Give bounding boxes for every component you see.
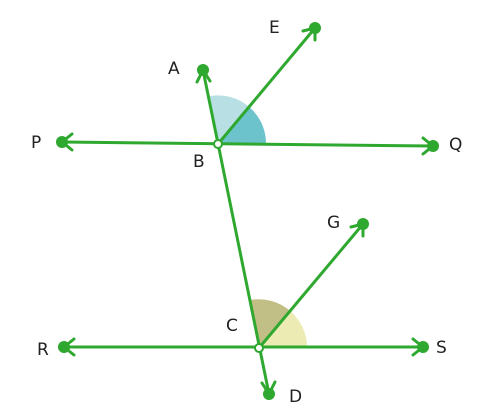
arrowhead-E [301, 26, 317, 42]
label-R: R [37, 340, 49, 360]
arrowhead-D [260, 380, 277, 396]
angle-BCG-sector [250, 299, 289, 348]
arrowhead-A [195, 68, 212, 84]
ray-CG [257, 222, 365, 350]
line-PQ [60, 140, 435, 148]
vertex-B [213, 139, 223, 149]
angle-ABE-sector [210, 95, 248, 144]
label-Q: Q [449, 135, 462, 155]
angle-GCS-sector [259, 310, 308, 348]
transversal-AD [201, 68, 271, 396]
arrowhead-S [411, 337, 425, 357]
label-B: B [193, 152, 205, 172]
vertex-C [254, 343, 264, 353]
arrowhead-P [60, 132, 74, 152]
label-P: P [31, 133, 41, 153]
angle-EBQ-sector [218, 106, 267, 144]
label-D: D [289, 387, 302, 407]
label-A: A [168, 59, 180, 79]
arrowhead-R [62, 337, 76, 357]
arrowhead-G [349, 222, 365, 238]
arrowhead-Q [421, 136, 435, 156]
label-S: S [436, 338, 447, 358]
label-C: C [226, 316, 238, 336]
ray-BE [216, 26, 317, 146]
label-E: E [269, 18, 280, 38]
label-G: G [327, 213, 340, 233]
